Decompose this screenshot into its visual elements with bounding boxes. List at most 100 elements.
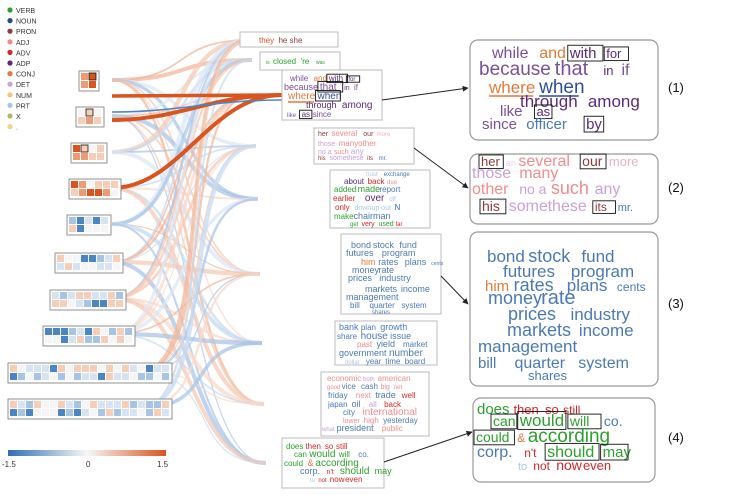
cloud-word: any: [595, 181, 621, 198]
cloud-word: in: [344, 85, 350, 92]
glyph-cell: [78, 117, 85, 124]
cloud-word: vice: [342, 382, 357, 391]
cloud-word: city: [343, 408, 355, 417]
glyph-cell: [94, 117, 101, 124]
cloud-word: no: [519, 181, 535, 197]
cloud-word: high: [364, 416, 379, 425]
legend-label: ADV: [16, 50, 31, 57]
cloud-word: should: [547, 444, 594, 461]
glyph-cell: [106, 365, 113, 372]
cloud-word: so: [325, 442, 334, 451]
glyph-cell: [58, 373, 65, 380]
glyph-cell: [86, 117, 93, 124]
glyph-cell: [52, 292, 59, 299]
glyph-cell: [77, 328, 84, 335]
glyph-cell: [78, 109, 85, 116]
glyph-cell: [122, 373, 129, 380]
cloud-box-8: [320, 371, 430, 437]
cloud-word: income: [401, 284, 430, 294]
cloud-word: market: [403, 340, 428, 349]
legend-label: ADJ: [16, 40, 29, 47]
legend-label: NUM: [16, 93, 32, 100]
legend-label: X: [16, 114, 21, 121]
cloud-word: with: [569, 45, 597, 62]
flow-band: [111, 58, 253, 118]
cloud-word: by: [586, 116, 602, 133]
cloud-word: then: [513, 402, 538, 417]
glyph-cell: [42, 409, 49, 416]
flow-band: [111, 39, 251, 263]
glyph-cell: [74, 373, 81, 380]
cloud-box-1: [239, 31, 339, 48]
cloud-word: income: [579, 321, 634, 340]
legend-label: .: [16, 125, 18, 132]
glyph-cell: [74, 401, 81, 408]
glyph-cell: [52, 300, 59, 307]
glyph-cell: [97, 153, 104, 160]
glyph-cell: [85, 336, 92, 343]
glyph-cell: [81, 263, 88, 270]
cloud-word: cents: [431, 261, 443, 267]
cloud-word: among: [588, 92, 640, 111]
cloud-word: system: [401, 301, 427, 310]
glyph-cell: [50, 401, 57, 408]
cloud-word: year: [366, 357, 382, 366]
cloud-word: because: [479, 59, 551, 80]
cloud-word: plans: [567, 276, 608, 295]
cloud-word: economic: [327, 374, 361, 383]
cloud-word: could: [284, 459, 303, 468]
glyph-cell: [111, 181, 118, 188]
glyph-cell: [109, 336, 116, 343]
glyph-cell: [81, 73, 88, 80]
glyph-cell: [71, 189, 78, 196]
cloud-word: board: [405, 357, 425, 366]
cloud-word: now: [330, 475, 345, 484]
glyph-cell: [138, 365, 145, 372]
cloud-word: could: [476, 429, 509, 445]
glyph-cell: [138, 401, 145, 408]
glyph-cell: [53, 336, 60, 343]
cloud-word: corp.: [477, 444, 513, 461]
flow-band: [111, 93, 255, 336]
glyph-cell: [85, 328, 92, 335]
cloud-word: oil: [352, 399, 361, 409]
glyph-cell: [125, 328, 132, 335]
cloud-word: earlier: [333, 194, 356, 203]
glyph-cell: [77, 336, 84, 343]
glyph-cell: [100, 300, 107, 307]
flow-band: [111, 58, 253, 226]
glyph-cell: [109, 328, 116, 335]
glyph-cell: [113, 255, 120, 262]
word-highlight-box: [567, 44, 604, 62]
cloud-word: all: [369, 400, 377, 409]
cloud-word: is: [266, 60, 270, 66]
glyph-cell: [162, 373, 169, 380]
cloud-word: that: [555, 58, 589, 80]
cloud-word: yesterday: [383, 416, 418, 425]
cloud-word: rate: [541, 287, 575, 309]
zoom-arrows: [381, 85, 473, 463]
glyph-cell: [130, 373, 137, 380]
cloud-word: while: [289, 74, 309, 83]
glyph-cell: [114, 365, 121, 372]
glyph-cell: [162, 401, 169, 408]
cloud-word: money: [352, 265, 380, 275]
cloud-word: next: [356, 391, 372, 400]
legend-label: VERB: [16, 8, 35, 15]
glyph-cell: [69, 336, 76, 343]
cloud-word: these: [346, 155, 363, 162]
glyph-cell: [65, 263, 72, 270]
cloud-word: can: [493, 413, 516, 429]
glyph-cell: [113, 263, 120, 270]
glyph-cell: [101, 336, 108, 343]
cloud-word: back: [368, 177, 386, 186]
cloud-word: due: [387, 180, 398, 186]
arrow-to-zoom-2: [413, 147, 469, 189]
cloud-word: american: [378, 374, 411, 383]
cloud-word: trust: [366, 172, 378, 178]
cloud-word: a: [328, 149, 332, 156]
glyph-cell: [42, 365, 49, 372]
glyph-cell: [26, 373, 33, 380]
glyph-cell: [73, 145, 80, 152]
legend-label: PRON: [16, 29, 36, 36]
